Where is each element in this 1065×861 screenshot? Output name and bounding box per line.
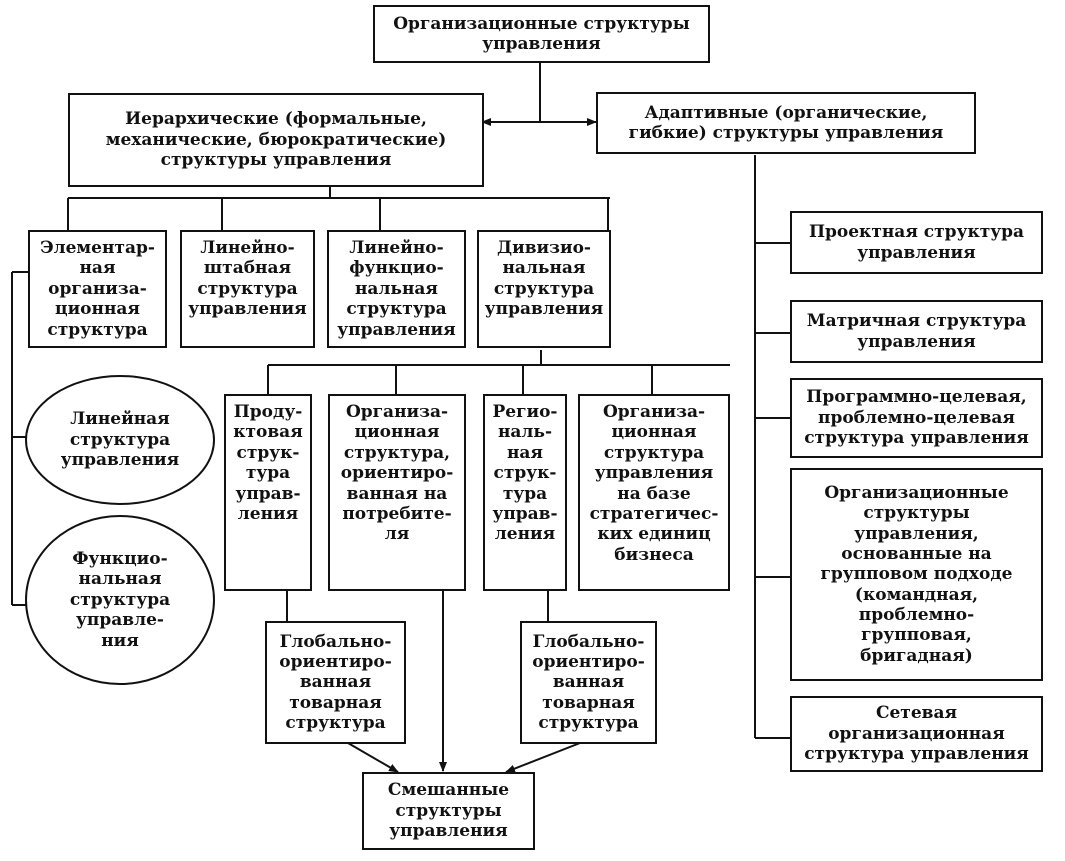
product-structure-node: Проду- ктовая струк- тура управ- ления (224, 394, 312, 591)
line-staff-node: Линейно- штабная структура управления (180, 230, 315, 348)
global-product-right-node: Глобально- ориентиро- ванная товарная ст… (520, 621, 657, 744)
network-structure-node: Сетевая организационная структура управл… (790, 696, 1043, 772)
elementary-node: Элементар- ная организа- ционная структу… (28, 230, 167, 348)
program-target-structure-node: Программно-целевая, проблемно-целевая ст… (790, 378, 1043, 458)
line-functional-node: Линейно- функцио- нальная структура упра… (327, 230, 466, 348)
mixed-structures-node: Смешанные структуры управления (362, 772, 535, 850)
regional-structure-node: Регио- наль- ная струк- тура управ- лени… (483, 394, 567, 591)
divisional-node: Дивизио- нальная структура управления (477, 230, 611, 348)
group-approach-structure-node: Организационные структуры управления, ос… (790, 468, 1043, 681)
sbu-structure-node: Организа- ционная структура управления н… (578, 394, 730, 591)
root-node: Организационные структуры управления (373, 5, 710, 63)
adaptive-node: Адаптивные (органические, гибкие) структ… (596, 92, 976, 154)
functional-structure-ellipse: Функцио- нальная структура управле- ния (25, 515, 215, 685)
hierarchical-node: Иерархические (формальные, механические,… (68, 93, 484, 187)
global-product-left-node: Глобально- ориентиро- ванная товарная ст… (265, 621, 406, 744)
customer-structure-node: Организа- ционная структура, ориентиро- … (328, 394, 466, 591)
project-structure-node: Проектная структура управления (790, 211, 1043, 274)
arrow-mixed-left (347, 742, 399, 773)
arrow-mixed-right (505, 742, 581, 773)
matrix-structure-node: Матричная структура управления (790, 300, 1043, 363)
linear-structure-ellipse: Линейная структура управления (25, 375, 215, 505)
